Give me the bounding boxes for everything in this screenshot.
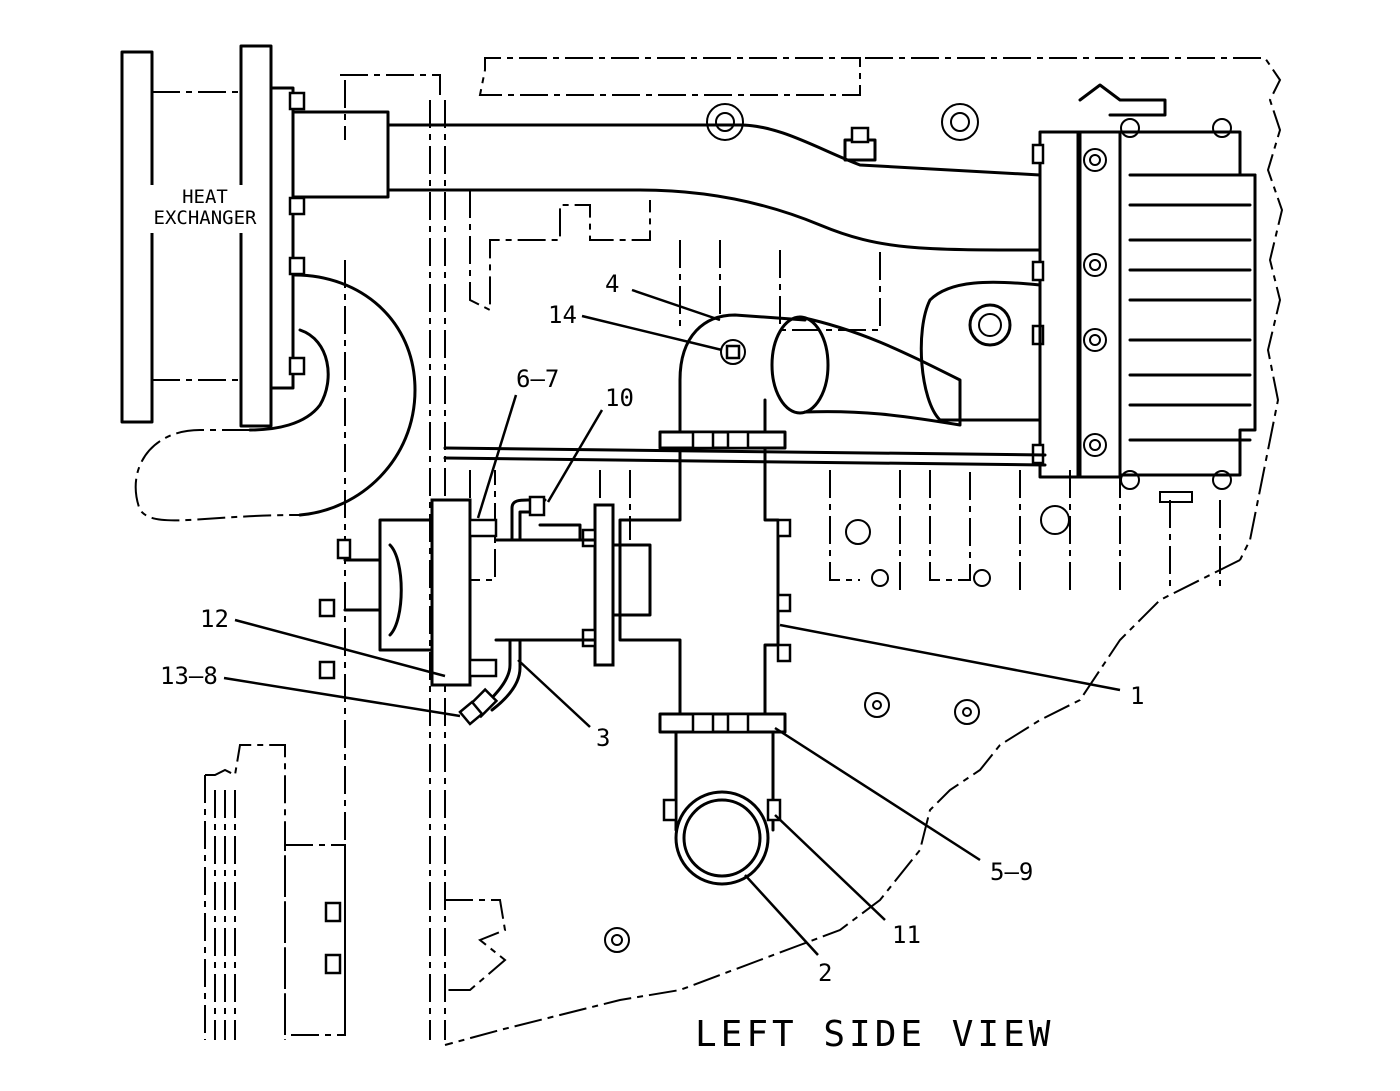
callout-5-9: 5–9: [990, 858, 1033, 886]
callout-14: 14: [548, 301, 577, 329]
upper-clamp: [658, 430, 787, 450]
leader-2: [744, 874, 819, 956]
pulley: [204, 744, 346, 1040]
outlet-tube-2: [662, 730, 782, 886]
heat-exchanger-label-line1: HEAT: [182, 186, 228, 208]
heat-exchanger-label-line2: EXCHANGER: [154, 207, 258, 229]
callout-3: 3: [596, 724, 610, 752]
leader-12: [234, 618, 446, 678]
leader-13-8: [223, 676, 461, 718]
callout-2: 2: [818, 959, 832, 987]
view-title: LEFT SIDE VIEW: [695, 1014, 1054, 1055]
fitting-14: [725, 344, 741, 360]
callout-12: 12: [200, 605, 229, 633]
aftercooler-housing: [919, 83, 1257, 503]
upper-tube: [291, 110, 1042, 252]
callout-1: 1: [1130, 682, 1144, 710]
callout-labels: 4 14 6–7 10 12 13–8 3 1 5–9 11 2: [160, 270, 1144, 987]
callout-4: 4: [605, 270, 619, 298]
leader-14: [581, 314, 723, 352]
engine-block-outline: [340, 57, 1284, 1046]
drain-tube-3: [458, 638, 522, 726]
vent-tube-10: [510, 495, 547, 542]
callout-11: 11: [892, 921, 921, 949]
leader-11: [774, 814, 886, 921]
leader-6-7: [476, 394, 518, 519]
pump-body-1: [581, 446, 792, 716]
callout-6-7: 6–7: [516, 365, 559, 393]
pump-flange: [318, 498, 597, 687]
leader-1: [779, 623, 1121, 692]
leader-4: [631, 288, 721, 322]
heat-exchanger-bolts: [288, 91, 306, 376]
leader-10: [546, 409, 604, 503]
block-rail: [443, 446, 1047, 467]
return-elbow: [134, 273, 417, 522]
heat-exchanger: HEAT EXCHANGER: [120, 44, 306, 428]
callout-10: 10: [605, 384, 634, 412]
elbow-4: [678, 313, 962, 432]
callout-13-8: 13–8: [160, 662, 218, 690]
leader-lines: [223, 288, 1121, 956]
leader-5-9: [774, 726, 981, 862]
lower-clamp: [658, 712, 787, 734]
leader-3: [517, 659, 591, 728]
